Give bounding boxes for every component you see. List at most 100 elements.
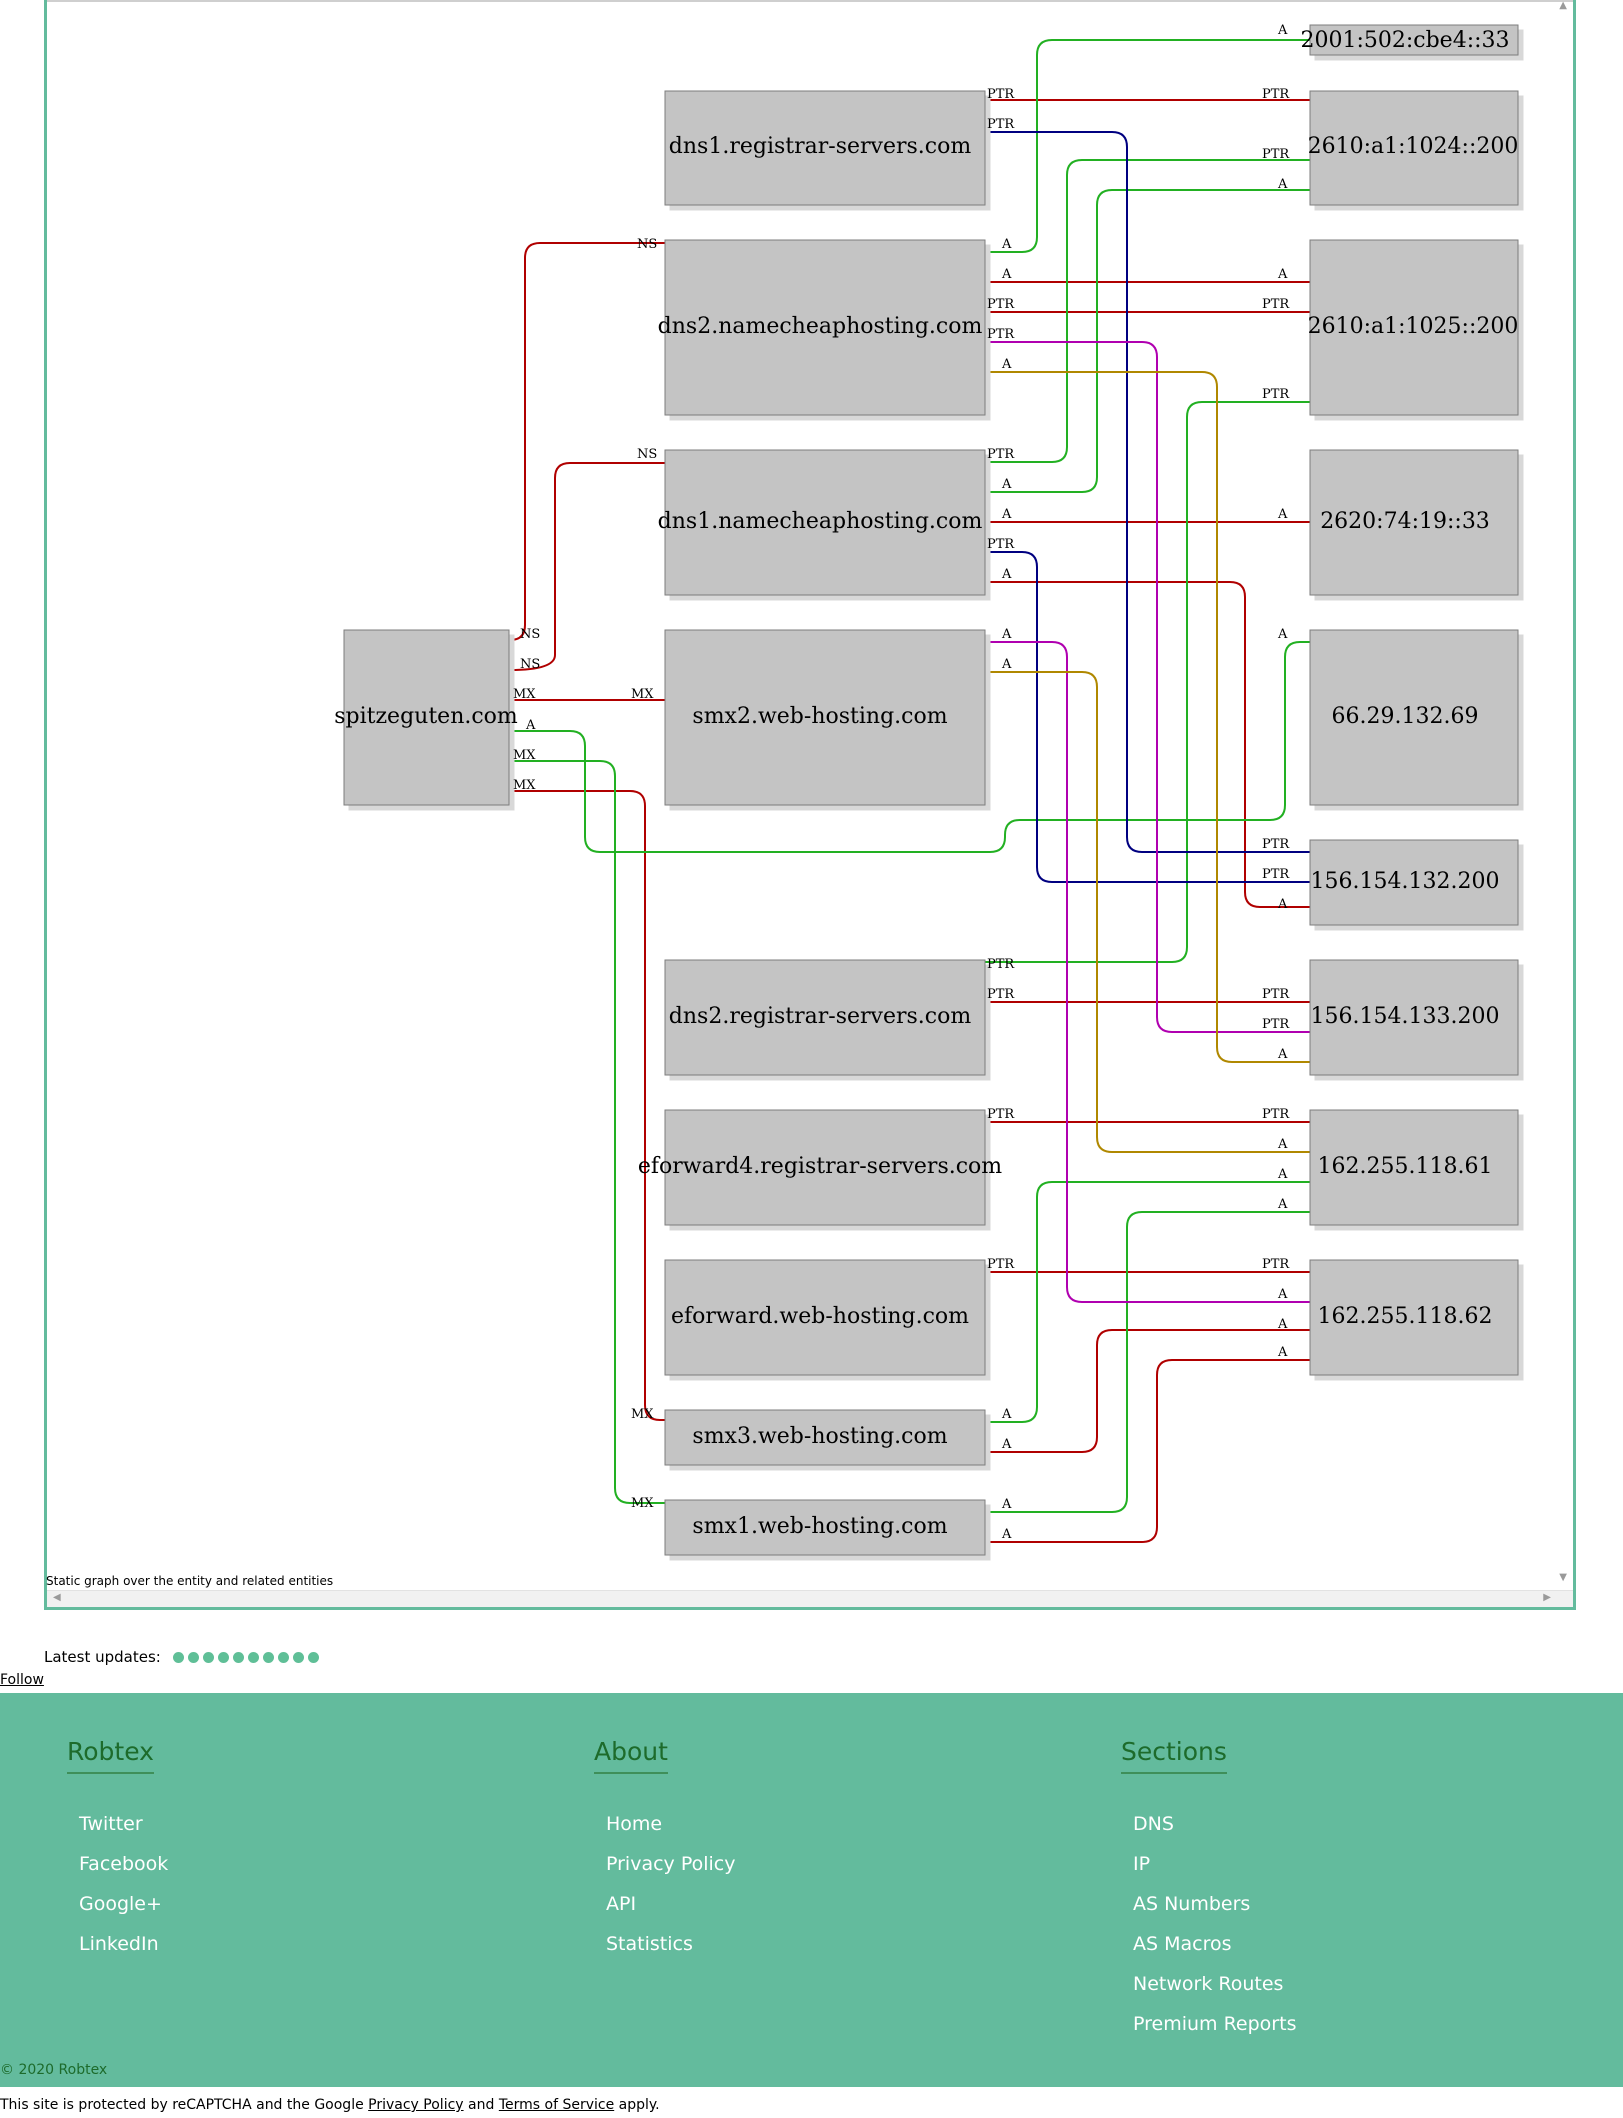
scroll-left-icon[interactable]: ◀ bbox=[53, 1592, 61, 1603]
recaptcha-pre: This site is protected by reCAPTCHA and … bbox=[0, 2097, 369, 2113]
edge-label-ns: NS bbox=[520, 627, 540, 642]
footer-link-ip[interactable]: IP bbox=[1133, 1853, 1151, 1875]
node-box-eforward[interactable] bbox=[664, 1259, 986, 1376]
follow-link[interactable]: Follow bbox=[0, 1672, 44, 1688]
node-box-dns2-registrar[interactable] bbox=[664, 959, 986, 1076]
update-dot[interactable] bbox=[202, 1651, 214, 1663]
node-label-ip-162-62: 162.255.118.62 bbox=[1318, 1304, 1493, 1329]
node-box-smx3[interactable] bbox=[664, 1409, 986, 1466]
footer-heading-robtex: Robtex bbox=[67, 1737, 154, 1774]
update-dot[interactable] bbox=[292, 1651, 304, 1663]
edge-label-ptr: PTR bbox=[1262, 1107, 1290, 1122]
edge-label-mx: MX bbox=[513, 778, 536, 793]
update-dot[interactable] bbox=[232, 1651, 244, 1663]
node-box-ip-156-132[interactable] bbox=[1309, 839, 1519, 926]
footer-link-statistics[interactable]: Statistics bbox=[606, 1933, 693, 1955]
footer-link-facebook[interactable]: Facebook bbox=[79, 1853, 169, 1875]
scroll-down-icon[interactable]: ▼ bbox=[1559, 1572, 1567, 1583]
edge-label-ptr: PTR bbox=[987, 1257, 1015, 1272]
horizontal-scrollbar[interactable]: ◀ ▶ bbox=[47, 1590, 1573, 1607]
footer-link-linkedin[interactable]: LinkedIn bbox=[79, 1933, 159, 1955]
edge-label-a: A bbox=[1277, 1047, 1288, 1062]
node-box-smx2[interactable] bbox=[664, 629, 986, 806]
footer-link-privacy-policy[interactable]: Privacy Policy bbox=[606, 1853, 736, 1875]
footer-col-sections: Sections DNS IP AS Numbers AS Macros Net… bbox=[1121, 1737, 1296, 2044]
node-label-dns2-namecheap: dns2.namecheaphosting.com bbox=[658, 314, 983, 339]
edge-label-a: A bbox=[1277, 897, 1288, 912]
graph-top-border bbox=[47, 0, 1573, 2]
edge-label-mx: MX bbox=[513, 687, 536, 702]
node-label-ip-2620: 2620:74:19::33 bbox=[1320, 509, 1490, 534]
footer-link-as-macros[interactable]: AS Macros bbox=[1133, 1933, 1232, 1955]
node-box-ip-162-61[interactable] bbox=[1309, 1109, 1519, 1226]
node-label-ip-2610-1024: 2610:a1:1024::200 bbox=[1308, 134, 1519, 159]
node-label-smx1: smx1.web-hosting.com bbox=[692, 1514, 947, 1539]
terms-of-service-link[interactable]: Terms of Service bbox=[498, 2097, 615, 2113]
update-dot[interactable] bbox=[307, 1651, 319, 1663]
edge-label-a: A bbox=[1277, 177, 1288, 192]
node-box-spitzeguten[interactable] bbox=[343, 629, 510, 806]
edge-label-ns: NS bbox=[637, 447, 657, 462]
scroll-right-icon[interactable]: ▶ bbox=[1543, 1592, 1551, 1603]
update-dot[interactable] bbox=[187, 1651, 199, 1663]
node-box-ip-156-133[interactable] bbox=[1309, 959, 1519, 1076]
footer-link-googleplus[interactable]: Google+ bbox=[79, 1893, 162, 1915]
update-dot[interactable] bbox=[247, 1651, 259, 1663]
footer-col-about: About Home Privacy Policy API Statistics bbox=[594, 1737, 735, 1964]
edge-label-ptr: PTR bbox=[987, 447, 1015, 462]
node-box-ip-162-62[interactable] bbox=[1309, 1259, 1519, 1376]
scroll-up-icon[interactable]: ▲ bbox=[1559, 0, 1567, 11]
edge-label-ptr: PTR bbox=[987, 957, 1015, 972]
latest-updates: Latest updates: bbox=[44, 1648, 319, 1666]
node-box-ip-2610-1024[interactable] bbox=[1309, 90, 1519, 206]
edge-label-a: A bbox=[1277, 1137, 1288, 1152]
node-label-dns1-registrar: dns1.registrar-servers.com bbox=[669, 134, 972, 159]
edge-label-a: A bbox=[1277, 267, 1288, 282]
edge-label-ptr: PTR bbox=[1262, 837, 1290, 852]
node-box-smx1[interactable] bbox=[664, 1499, 986, 1556]
privacy-policy-link[interactable]: Privacy Policy bbox=[368, 2097, 464, 2113]
node-box-dns1-namecheap[interactable] bbox=[664, 449, 986, 596]
footer-link-twitter[interactable]: Twitter bbox=[79, 1813, 143, 1835]
update-dot[interactable] bbox=[277, 1651, 289, 1663]
node-box-dns1-registrar[interactable] bbox=[664, 90, 986, 206]
latest-updates-label: Latest updates: bbox=[44, 1648, 161, 1666]
node-box-eforward4[interactable] bbox=[664, 1109, 986, 1226]
edge-label-ptr: PTR bbox=[987, 297, 1015, 312]
node-label-eforward4: eforward4.registrar-servers.com bbox=[638, 1154, 1002, 1179]
edge-label-mx: MX bbox=[631, 1407, 654, 1422]
edge-label-ns: NS bbox=[637, 237, 657, 252]
edge-label-a: A bbox=[1001, 507, 1012, 522]
node-label-smx2: smx2.web-hosting.com bbox=[692, 704, 947, 729]
node-label-smx3: smx3.web-hosting.com bbox=[692, 1424, 947, 1449]
edge-label-ptr: PTR bbox=[1262, 987, 1290, 1002]
update-dot[interactable] bbox=[172, 1651, 184, 1663]
entity-graph: spitzeguten.com dns1.registrar-servers.c… bbox=[334, 23, 1519, 1556]
node-box-ip-2610-1025[interactable] bbox=[1309, 239, 1519, 416]
edge-label-mx: MX bbox=[513, 748, 536, 763]
edge-label-a: A bbox=[1277, 23, 1288, 38]
edge-label-a: A bbox=[1277, 1167, 1288, 1182]
footer-link-premium-reports[interactable]: Premium Reports bbox=[1133, 2013, 1297, 2035]
footer-heading-about: About bbox=[594, 1737, 668, 1774]
edge-label-a: A bbox=[1001, 567, 1012, 582]
node-box-ip-2620[interactable] bbox=[1309, 449, 1519, 596]
node-box-ip-2001[interactable] bbox=[1309, 24, 1519, 56]
node-box-dns2-namecheap[interactable] bbox=[664, 239, 986, 416]
edge-label-ptr: PTR bbox=[1262, 867, 1290, 882]
edge-label-a: A bbox=[1277, 627, 1288, 642]
footer-link-api[interactable]: API bbox=[606, 1893, 637, 1915]
edge-label-a: A bbox=[1277, 1317, 1288, 1332]
node-label-ip-2610-1025: 2610:a1:1025::200 bbox=[1308, 314, 1519, 339]
footer-link-network-routes[interactable]: Network Routes bbox=[1133, 1973, 1284, 1995]
recaptcha-and: and bbox=[463, 2097, 499, 2113]
node-label-dns2-registrar: dns2.registrar-servers.com bbox=[669, 1004, 972, 1029]
node-box-ip-66[interactable] bbox=[1309, 629, 1519, 806]
update-dot[interactable] bbox=[217, 1651, 229, 1663]
edge-label-a: A bbox=[1001, 477, 1012, 492]
update-dot[interactable] bbox=[262, 1651, 274, 1663]
footer-heading-sections: Sections bbox=[1121, 1737, 1227, 1774]
footer-link-dns[interactable]: DNS bbox=[1133, 1813, 1174, 1835]
footer-link-home[interactable]: Home bbox=[606, 1813, 663, 1835]
footer-link-as-numbers[interactable]: AS Numbers bbox=[1133, 1893, 1251, 1915]
